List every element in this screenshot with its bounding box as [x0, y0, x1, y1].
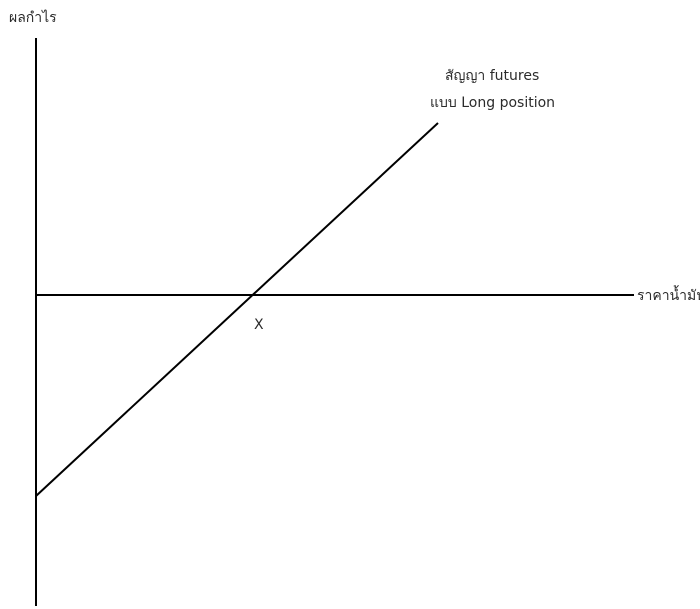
long-futures-payoff-line	[35, 122, 439, 497]
x-axis-label: ราคาน้ำมัน	[637, 285, 700, 304]
break-even-label: X	[254, 317, 264, 333]
payoff-line-label-1: สัญญา futures	[445, 68, 539, 84]
y-axis-label: ผลกำไร	[9, 9, 57, 26]
payoff-line-label-2: แบบ Long position	[430, 95, 555, 111]
